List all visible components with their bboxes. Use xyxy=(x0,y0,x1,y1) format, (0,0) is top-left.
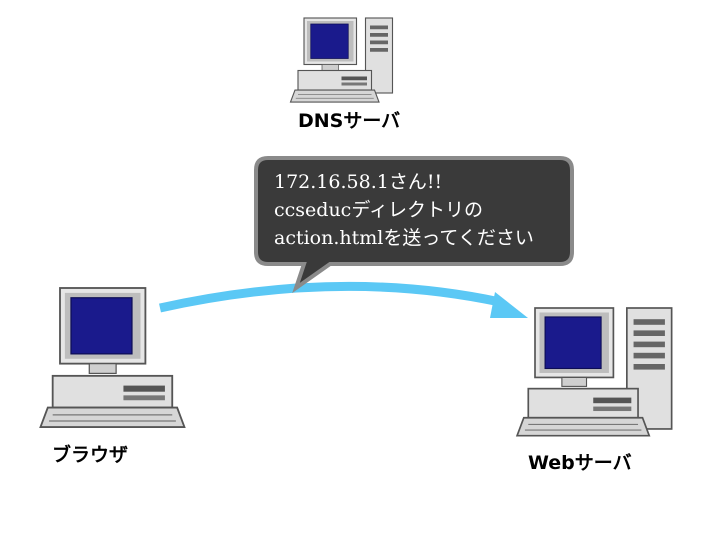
bubble-message: 172.16.58.1さん!! ccseducディレクトリの action.ht… xyxy=(274,168,564,252)
bubble-line-2: ccseducディレクトリの xyxy=(274,199,483,221)
bubble-line-3: action.htmlを送ってください xyxy=(274,227,534,249)
request-arrow xyxy=(159,281,528,318)
web-server-label: Webサーバ xyxy=(528,452,632,474)
dns-server-node xyxy=(289,17,394,103)
dns-server-label: DNSサーバ xyxy=(298,110,401,132)
speech-bubble xyxy=(254,156,574,294)
browser-label: ブラウザ xyxy=(52,444,129,466)
web-server-node xyxy=(516,307,673,437)
bubble-line-1: 172.16.58.1さん!! xyxy=(274,171,443,193)
